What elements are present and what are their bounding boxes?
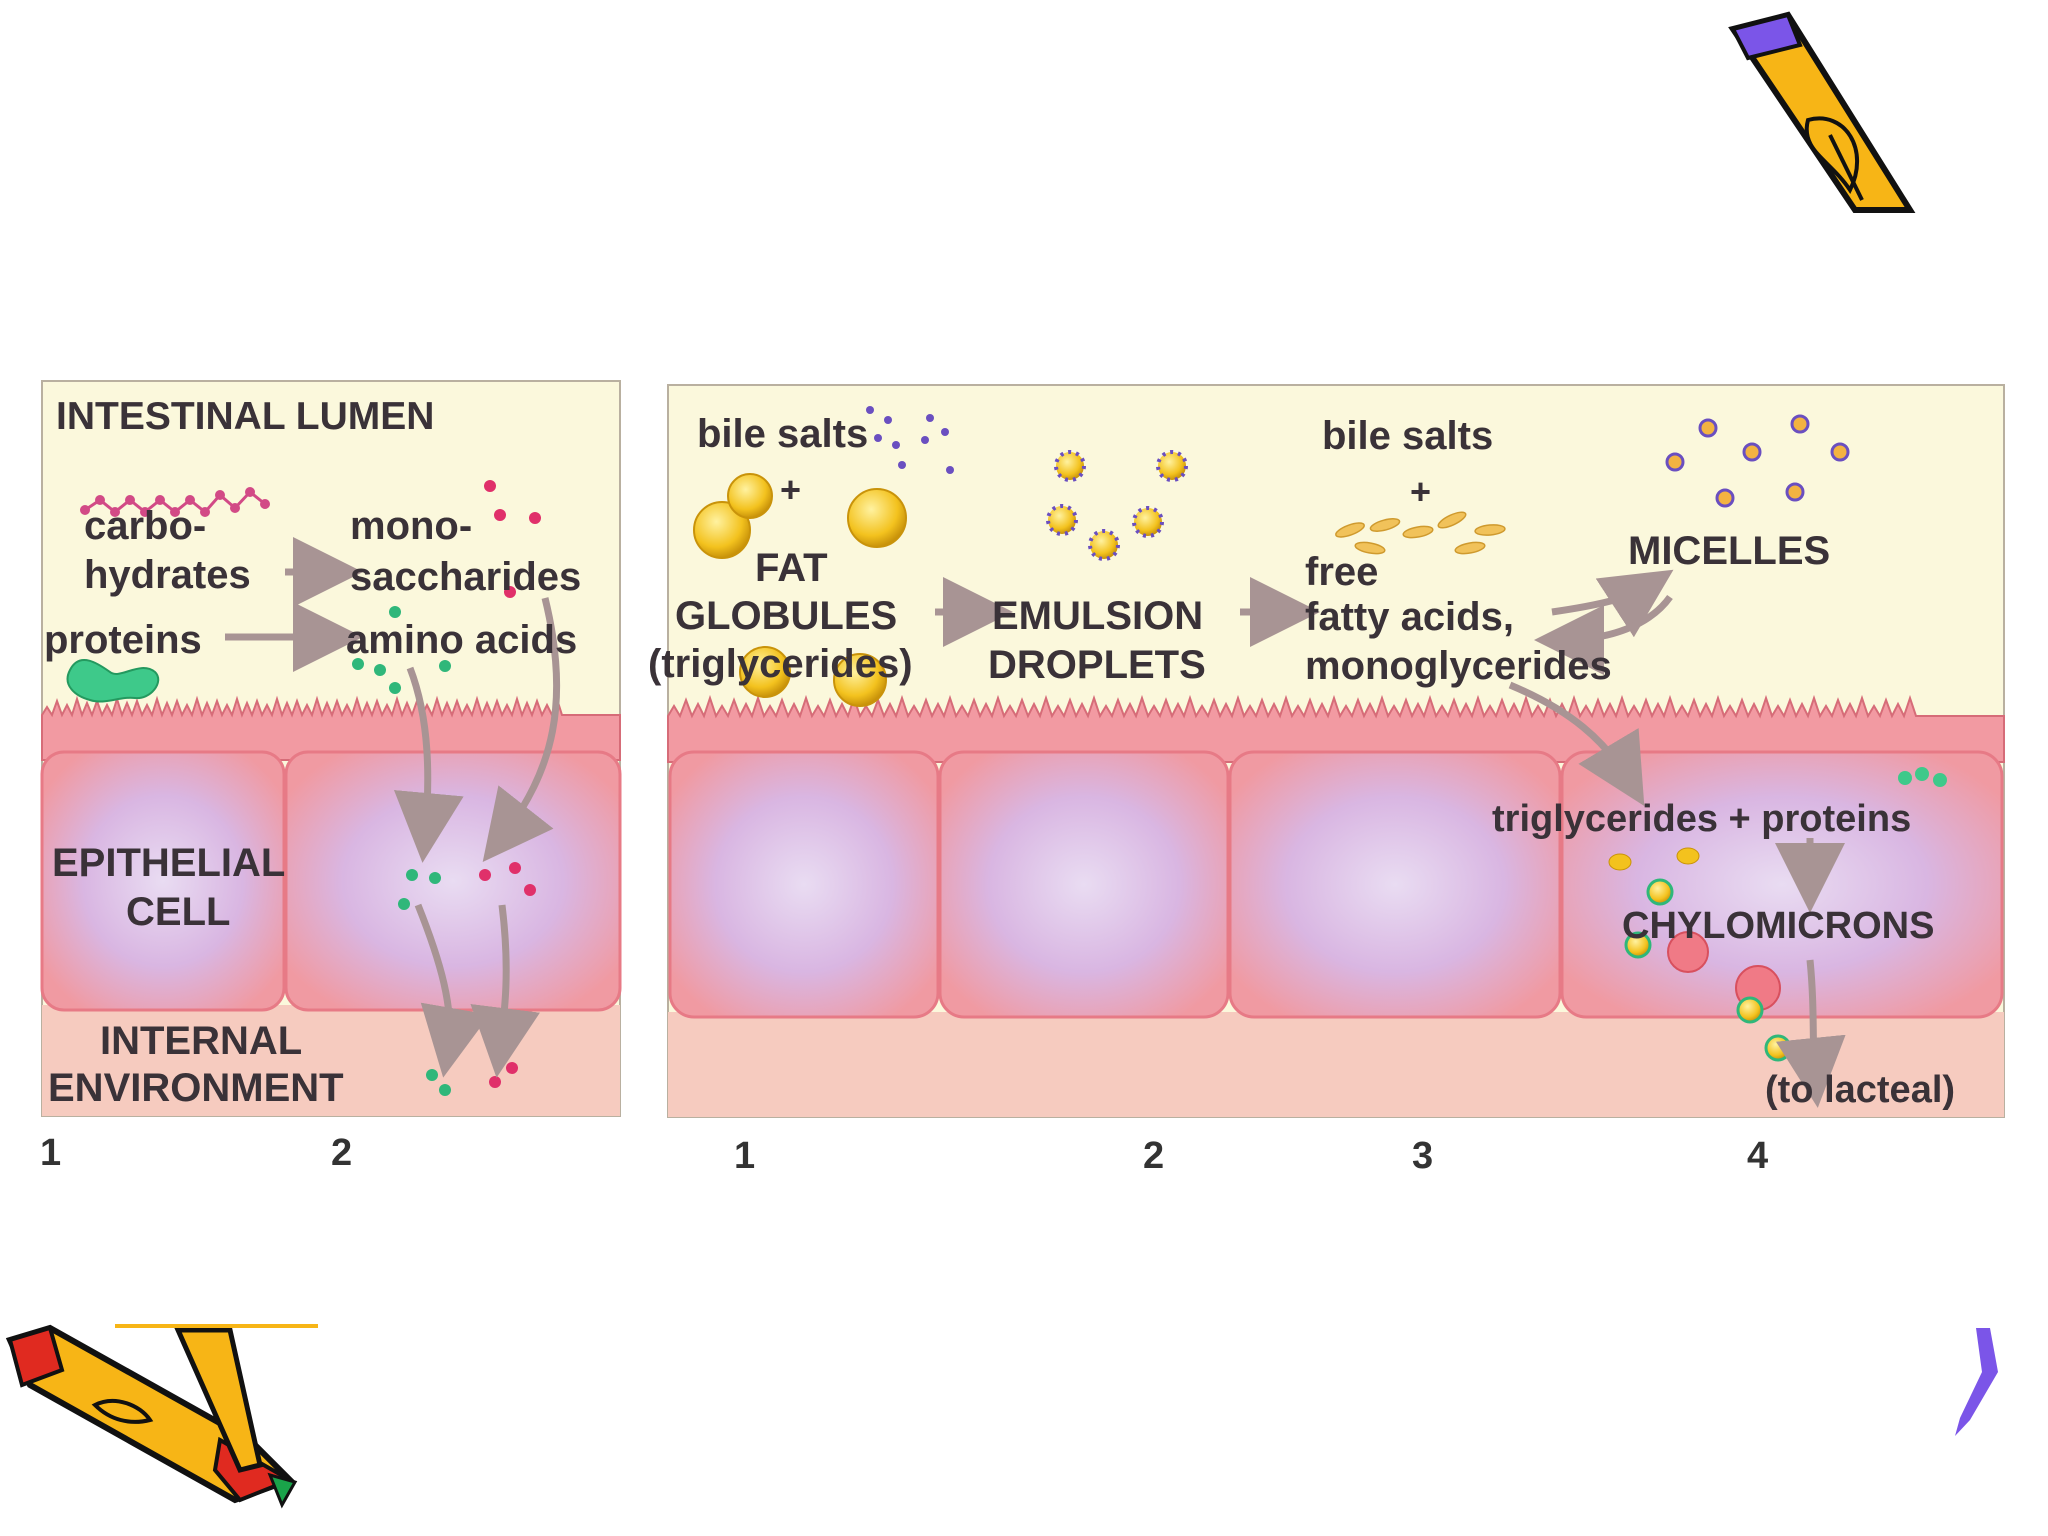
emulsion-droplets-label-line1: EMULSION: [992, 596, 1203, 636]
monosaccharides-label-line2: saccharides: [350, 557, 581, 597]
right-epithelial-cell-3: [1230, 752, 1560, 1017]
right-step-number-1: 1: [734, 1137, 755, 1175]
pencil-top-right-icon: [1733, 15, 1910, 210]
to-lacteal-label: (to lacteal): [1765, 1071, 1955, 1109]
bile-salts-label-2: bile salts: [1322, 416, 1493, 456]
left-epithelial-cell-2: [286, 752, 620, 1010]
fat-globules-label-line2: GLOBULES: [675, 596, 897, 636]
epithelial-cell-label-line1: EPITHELIAL: [52, 843, 285, 883]
free-fatty-acids-label-line3: monoglycerides: [1305, 646, 1612, 686]
left-step-number-2: 2: [331, 1134, 352, 1172]
pencil-bottom-left-icon: [10, 1326, 318, 1505]
micelles-label: MICELLES: [1628, 531, 1830, 571]
bile-salts-label-1: bile salts: [697, 414, 868, 454]
plus-sign-1: +: [780, 472, 801, 508]
right-step-number-4: 4: [1747, 1137, 1768, 1175]
carbohydrates-label-line1: carbo-: [84, 506, 206, 546]
left-step-number-1: 1: [40, 1134, 61, 1172]
plus-sign-2: +: [1410, 474, 1431, 510]
amino-acids-label: amino acids: [346, 620, 577, 660]
right-epithelial-cell-2: [940, 752, 1228, 1017]
free-fatty-acids-label-line2: fatty acids,: [1305, 597, 1514, 637]
bracket-bottom-right-icon: [1955, 1328, 1998, 1436]
proteins-label: proteins: [44, 620, 202, 660]
chylomicrons-label: CHYLOMICRONS: [1622, 907, 1934, 945]
emulsion-droplets-label-line2: DROPLETS: [988, 645, 1206, 685]
right-epithelial-cell-1: [670, 752, 938, 1017]
epithelial-cell-label-line2: CELL: [126, 892, 230, 932]
internal-environment-label-line2: ENVIRONMENT: [48, 1068, 344, 1108]
right-panel: [668, 385, 2004, 1117]
left-panel: [42, 381, 620, 1116]
carbohydrates-label-line2: hydrates: [84, 555, 251, 595]
right-epithelial-cell-4: [1562, 752, 2002, 1017]
intestinal-lumen-label: INTESTINAL LUMEN: [56, 397, 434, 436]
free-fatty-acids-label-line1: free: [1305, 552, 1378, 592]
right-step-number-3: 3: [1412, 1137, 1433, 1175]
fat-globules-label-line3: (triglycerides): [648, 644, 913, 684]
right-step-number-2: 2: [1143, 1137, 1164, 1175]
triglycerides-proteins-label: triglycerides + proteins: [1492, 800, 1911, 838]
fat-globules-label-line1: FAT: [755, 548, 828, 588]
monosaccharides-label-line1: mono-: [350, 506, 472, 546]
internal-environment-label-line1: INTERNAL: [100, 1021, 302, 1061]
